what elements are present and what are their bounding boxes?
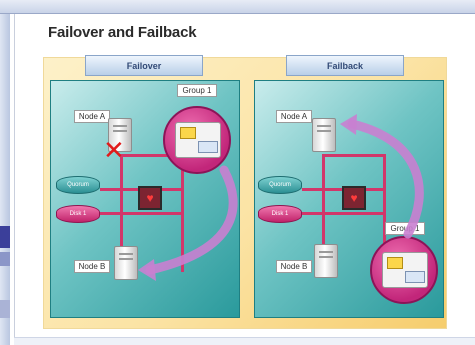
window-top-bar <box>0 0 475 14</box>
node-b-server-icon <box>314 244 338 278</box>
failback-arrowhead <box>340 114 357 135</box>
node-a-label: Node A <box>74 110 110 123</box>
node-a-server-icon <box>312 118 336 152</box>
network-line <box>322 154 386 157</box>
disk-1: Disk 1 <box>258 205 302 223</box>
node-b-label: Node B <box>74 260 110 273</box>
failover-arrow <box>145 165 238 275</box>
failover-header: Failover <box>85 55 203 76</box>
group-1-resource <box>370 236 438 304</box>
node-a-label: Node A <box>276 110 312 123</box>
group-resources-icon <box>382 252 428 288</box>
network-line <box>100 212 184 215</box>
heart-icon: ♥ <box>146 191 154 205</box>
left-rail <box>0 14 10 345</box>
bottom-rule <box>14 337 475 345</box>
group-1-resource <box>163 106 231 174</box>
failback-arrow <box>347 119 424 239</box>
quorum-disk: Quorum <box>258 176 302 194</box>
diagram-title: Failover and Failback <box>48 24 197 41</box>
quorum-disk: Quorum <box>56 176 100 194</box>
rail-tab[interactable] <box>0 226 10 248</box>
group-1-label: Group 1 <box>177 84 217 97</box>
network-line <box>181 154 184 272</box>
heartbeat-box: ♥ <box>342 186 366 210</box>
failback-header: Failback <box>286 55 404 76</box>
node-b-label: Node B <box>276 260 312 273</box>
rail-tab[interactable] <box>0 300 10 318</box>
group-resources-icon <box>175 122 221 158</box>
disk-1: Disk 1 <box>56 205 100 223</box>
network-line <box>120 154 184 157</box>
x-mark-icon: ✕ <box>103 136 125 166</box>
network-line <box>383 154 386 272</box>
heart-icon: ♥ <box>350 191 358 205</box>
heartbeat-box: ♥ <box>138 186 162 210</box>
failover-arrowhead <box>138 259 156 281</box>
node-b-server-icon <box>114 246 138 280</box>
network-line <box>302 212 386 215</box>
rail-tab[interactable] <box>0 252 10 266</box>
node-a-server-icon <box>108 118 132 152</box>
